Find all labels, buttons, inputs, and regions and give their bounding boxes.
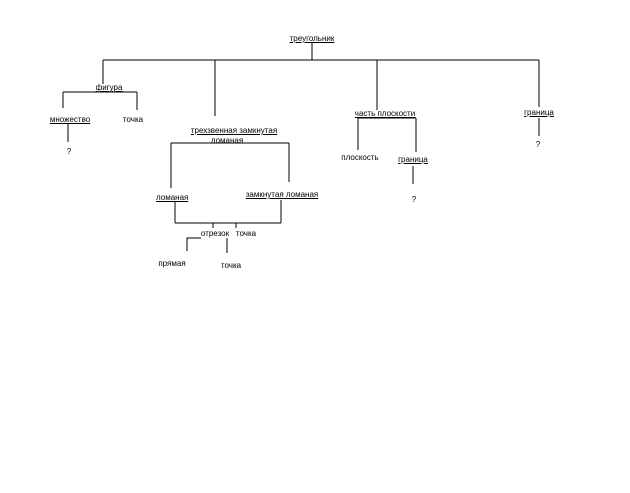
node-root: треугольник [289,34,335,43]
node-zamknutaya-lomanaya: замкнутая ломаная [245,190,319,199]
node-trehzvennaya-line2: ломаная [210,136,244,145]
node-granica-2: граница [524,108,554,117]
node-lomanaya: ломаная [156,193,189,202]
node-question-2: ? [411,195,417,204]
node-pryamaya: прямая [158,259,186,268]
node-question-1: ? [66,147,72,156]
node-figura: фигура [95,83,123,92]
node-otrezok: отрезок [200,229,230,238]
connector [186,237,201,251]
node-question-3: ? [535,140,541,149]
node-ploskost: плоскость [341,153,379,162]
node-trehzvennaya-line1: трехзвенная замкнутая [190,126,278,135]
node-mnozhestvo: множество [49,115,91,124]
node-granica-1: граница [398,155,428,164]
node-tochka-3: точка [220,261,242,270]
node-chast-ploskosti: часть плоскости [354,109,416,118]
node-tochka-1: точка [122,115,144,124]
node-tochka-2: точка [235,229,257,238]
